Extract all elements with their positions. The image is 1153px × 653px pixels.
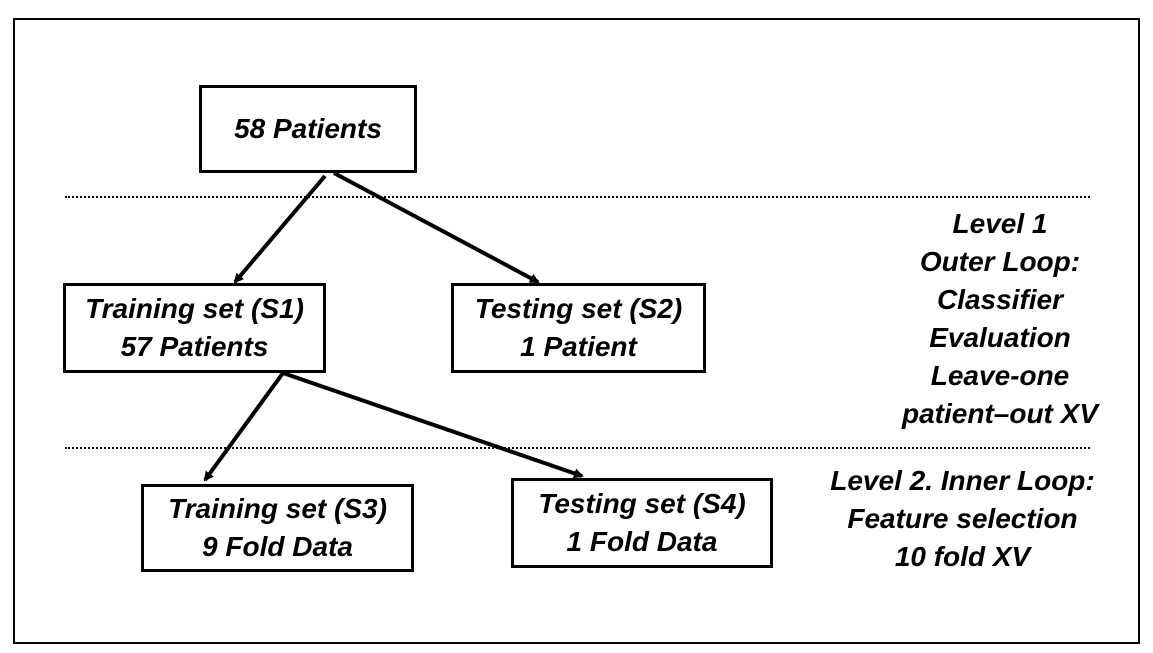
- arrow-root-to-s1: [233, 174, 327, 284]
- level1-line: patient–out XV: [901, 398, 1098, 429]
- arrow-s1-to-s4: [282, 371, 584, 479]
- node-root-line1: 58 Patients: [234, 113, 382, 144]
- level2-line: Feature selection: [847, 503, 1078, 534]
- node-testing-set-s4: Testing set (S4) 1 Fold Data: [511, 478, 773, 568]
- node-testing-set-s2: Testing set (S2) 1 Patient: [451, 283, 706, 373]
- node-58-patients: 58 Patients: [199, 85, 417, 173]
- arrow-s1-to-s3: [203, 371, 285, 482]
- level2-line: Level 2. Inner Loop:: [830, 465, 1095, 496]
- level1-line: Level 1: [952, 208, 1048, 239]
- node-s4-line2: 1 Fold Data: [566, 526, 718, 557]
- level1-label: Level 1 Outer Loop: Classifier Evaluatio…: [860, 205, 1140, 433]
- level-separator-bottom: [65, 447, 1090, 449]
- level2-line: 10 fold XV: [894, 541, 1031, 572]
- level-separator-top: [65, 196, 1090, 198]
- level1-line: Classifier: [936, 284, 1064, 315]
- node-training-set-s1: Training set (S1) 57 Patients: [63, 283, 326, 373]
- node-training-set-s3: Training set (S3) 9 Fold Data: [141, 484, 414, 572]
- node-s1-line2: 57 Patients: [120, 331, 269, 362]
- level1-line: Leave-one: [930, 360, 1070, 391]
- diagram-frame: [13, 18, 1140, 644]
- node-s3-line2: 9 Fold Data: [202, 531, 353, 562]
- level1-line: Evaluation: [929, 322, 1071, 353]
- level2-label: Level 2. Inner Loop: Feature selection 1…: [800, 462, 1125, 576]
- level1-line: Outer Loop:: [919, 246, 1081, 277]
- node-s2-line2: 1 Patient: [520, 331, 637, 362]
- node-s1-line1: Training set (S1): [85, 293, 304, 324]
- node-s4-line1: Testing set (S4): [538, 488, 746, 519]
- node-s2-line1: Testing set (S2): [474, 293, 683, 324]
- arrow-root-to-s2: [333, 171, 540, 284]
- node-s3-line1: Training set (S3): [168, 493, 387, 524]
